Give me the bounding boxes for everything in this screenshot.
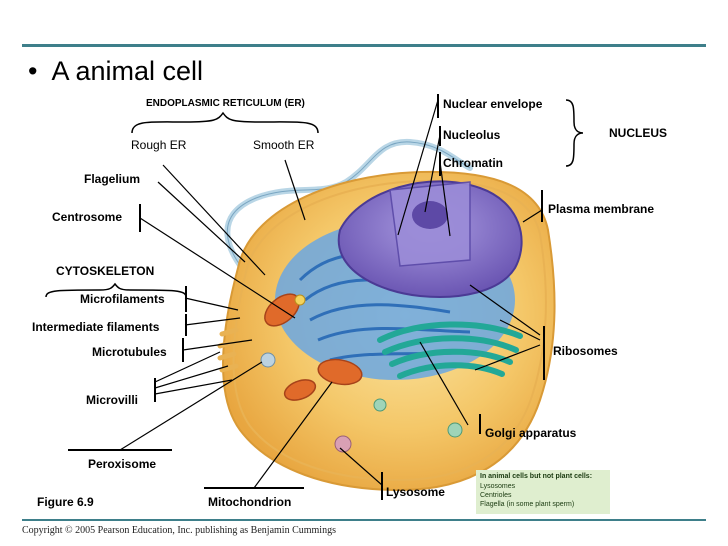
- mitochondrion-label: Mitochondrion: [208, 495, 292, 509]
- note-item: Centrioles: [480, 492, 512, 499]
- nucleolus-shape: [412, 201, 448, 229]
- microvilli-label: Microvilli: [86, 393, 139, 407]
- note-item: Flagella (in some plant sperm): [480, 501, 575, 508]
- top-rule: [22, 44, 706, 47]
- rough-er-label: Rough ER: [131, 138, 187, 152]
- lysosome-shape: [334, 435, 352, 453]
- mitochondrion-shape-2: [317, 358, 363, 386]
- flagelium-label: Flagelium: [84, 172, 141, 186]
- note-heading: In animal cells but not plant cells:: [480, 473, 593, 480]
- copyright: Copyright © 2005 Pearson Education, Inc.…: [22, 525, 336, 536]
- intermediate-filaments-label: Intermediate filaments: [32, 320, 160, 334]
- er-group-label: ENDOPLASMIC RETICULUM (ER): [146, 98, 305, 109]
- mitochondrion-shape-3: [283, 379, 317, 401]
- figure-label: Figure 6.9: [37, 495, 94, 509]
- cytoskeleton-label: CYTOSKELETON: [56, 264, 155, 278]
- title-bullet: •: [28, 56, 38, 86]
- leader-lines: [45, 99, 584, 489]
- note-box: In animal cells but not plant cells: Lys…: [476, 470, 610, 514]
- centrosome-label: Centrosome: [52, 210, 123, 224]
- bottom-rule: [22, 519, 706, 521]
- nucleus-label: NUCLEUS: [609, 126, 668, 140]
- plasma-membrane-label: Plasma membrane: [548, 202, 655, 216]
- golgi-shape: [377, 321, 523, 379]
- title-text: A animal cell: [51, 56, 204, 86]
- microfilaments-label: Microfilaments: [80, 292, 165, 306]
- nuclear-envelope-label: Nuclear envelope: [443, 97, 543, 111]
- peroxisome-label: Peroxisome: [88, 457, 157, 471]
- microtubules-label: Microtubules: [92, 345, 167, 359]
- nucleolus-label: Nucleolus: [443, 128, 501, 142]
- slide-title: • A animal cell: [28, 56, 203, 87]
- lysosome-label: Lysosome: [386, 485, 445, 499]
- ribosomes-label: Ribosomes: [553, 344, 618, 358]
- smooth-er-label: Smooth ER: [253, 138, 315, 152]
- note-item: Lysosomes: [480, 483, 516, 490]
- chromatin-label: Chromatin: [443, 156, 503, 170]
- peroxisome-shape: [260, 352, 276, 368]
- golgi-label: Golgi apparatus: [485, 426, 577, 440]
